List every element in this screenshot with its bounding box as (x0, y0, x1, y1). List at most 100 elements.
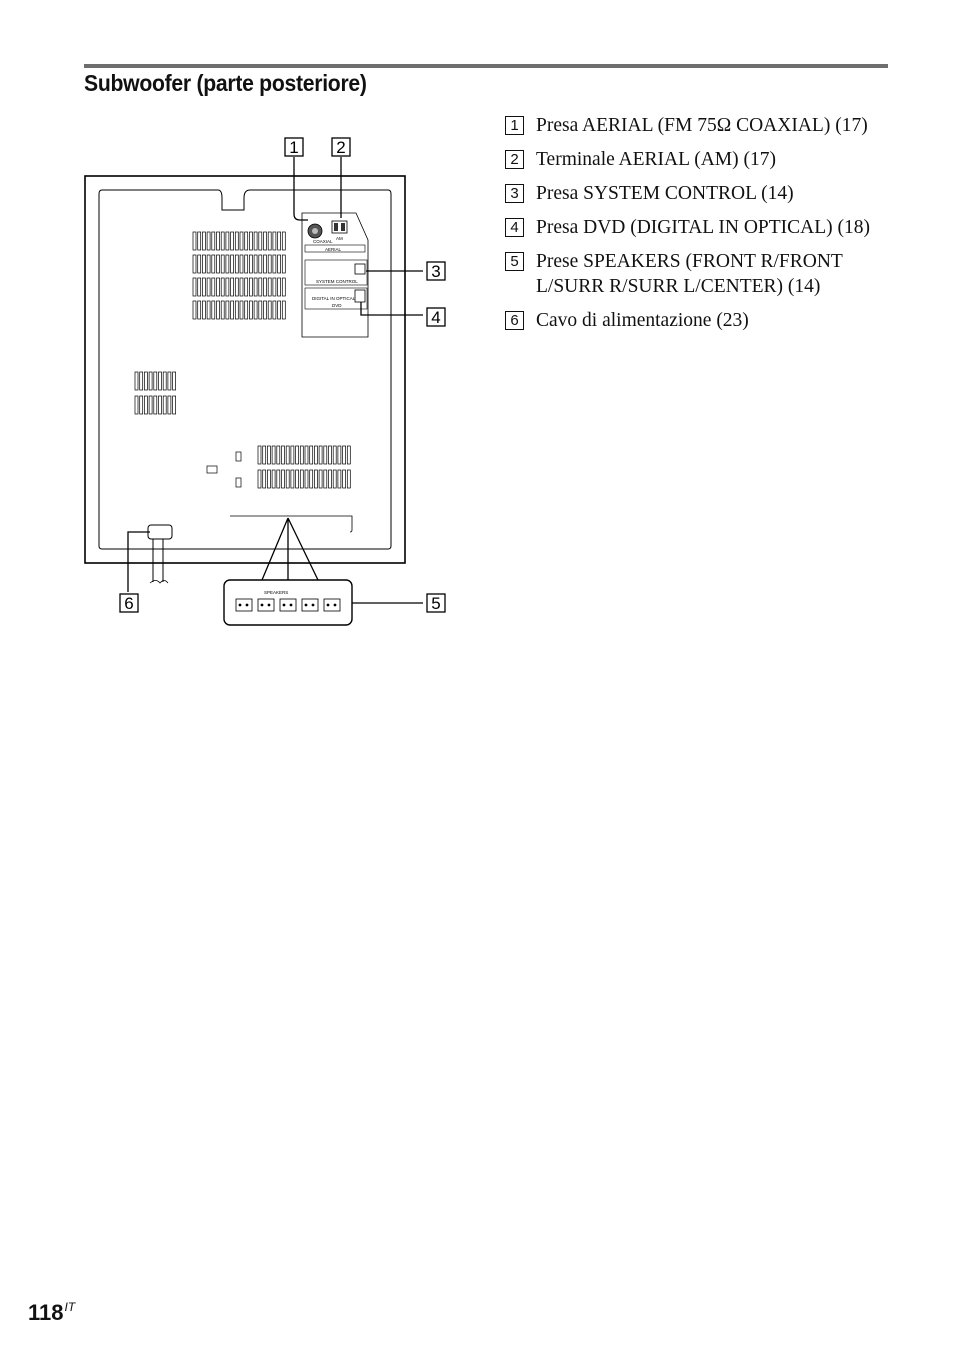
vent-slot (258, 231, 263, 251)
vent-slot (271, 469, 276, 489)
vent-slot (263, 254, 267, 274)
callout-box-4 (426, 307, 446, 327)
vent-slot (225, 231, 230, 251)
vent-slot (272, 300, 277, 320)
system-control-label: SYSTEM CONTROL (316, 279, 358, 284)
vent-slot (211, 231, 216, 251)
vent-slot (153, 395, 158, 415)
vent-slot (225, 277, 230, 297)
vent-slot (295, 469, 299, 489)
vent-slot (197, 254, 202, 274)
vent-slot (318, 445, 323, 465)
vent-slot (197, 231, 202, 251)
speaker-jack (323, 598, 341, 612)
vent-slot (281, 469, 285, 489)
vent-slot (277, 254, 281, 274)
vent-slot (239, 277, 244, 297)
vent-slot (314, 469, 318, 489)
speaker-jack (279, 598, 297, 612)
item-text: Presa DVD (DIGITAL IN OPTICAL) (18) (536, 217, 871, 238)
vent-slot (332, 469, 337, 489)
vent-slot (211, 300, 216, 320)
vent-slot (139, 395, 144, 415)
vent-slot (290, 445, 295, 465)
vent-slot (281, 231, 286, 251)
subwoofer-rear-diagram: COAXIAL AM AERIAL SYSTEM CONTROL DIGITAL… (84, 137, 446, 626)
callout-number-5: 5 (431, 594, 440, 613)
vent-slot (230, 254, 234, 274)
vent-slot (276, 469, 281, 489)
item-text: Prese SPEAKERS (FRONT R/FRONT L/SURR R/S… (536, 251, 843, 297)
item-number: 6 (505, 311, 524, 330)
vent-slot (276, 445, 281, 465)
vent-slot (318, 469, 323, 489)
vent-slot (230, 300, 234, 320)
callout-number-4: 4 (431, 308, 440, 327)
vent-slot (192, 300, 197, 320)
vent-slot (220, 231, 225, 251)
vent-slot (285, 469, 290, 489)
vent-slot (234, 300, 239, 320)
vent-slot (239, 231, 244, 251)
vent-slot (206, 300, 211, 320)
vent-slot (192, 277, 197, 297)
vent-slot (258, 300, 263, 320)
list-item: 2 Terminale AERIAL (AM) (17) (505, 147, 900, 172)
vent-slot (342, 469, 346, 489)
callout-box-3 (426, 261, 446, 281)
vent-slot (304, 445, 309, 465)
item-text: Presa AERIAL (FM 75Ω COAXIAL) (17) (536, 115, 868, 136)
vent-slot (267, 445, 271, 465)
vent-slot (314, 445, 318, 465)
vent-slot (277, 300, 281, 320)
vent-slot (234, 277, 239, 297)
vent-slot (332, 445, 337, 465)
power-cord (152, 535, 164, 582)
item-number: 2 (505, 150, 524, 169)
vent-slot (216, 231, 220, 251)
vent-slot (167, 395, 172, 415)
vent-slot (267, 277, 272, 297)
item-text: Presa SYSTEM CONTROL (14) (536, 183, 794, 204)
vent-slot (281, 300, 286, 320)
vent-slot (299, 469, 304, 489)
cabinet-outline (84, 175, 406, 564)
vent-slot (225, 254, 230, 274)
vent-slot (257, 469, 262, 489)
vent-slot (144, 395, 148, 415)
vent-slot (202, 277, 206, 297)
vent-slot (167, 371, 172, 391)
optical-jack (354, 289, 366, 303)
vent-slot (202, 231, 206, 251)
speakers-label: SPEAKERS (264, 590, 288, 595)
page-number-value: 118 (28, 1300, 64, 1325)
vent-slot (281, 445, 285, 465)
speaker-jack (257, 598, 275, 612)
vent-slot (206, 254, 211, 274)
vent-slot (230, 277, 234, 297)
vent-slot (323, 469, 328, 489)
vent-slot (172, 371, 176, 391)
vent-slot (304, 469, 309, 489)
vent-slot (197, 277, 202, 297)
vent-slot (220, 254, 225, 274)
vent-slot (346, 445, 351, 465)
am-label: AM (336, 236, 343, 241)
digital-in-label: DIGITAL IN OPTICAL (312, 296, 356, 301)
vent-slot (277, 231, 281, 251)
item-number: 3 (505, 184, 524, 203)
vent-slot (220, 277, 225, 297)
callout-number-2: 2 (336, 138, 345, 157)
speaker-jack-pin (282, 603, 286, 607)
vent-slot (253, 231, 258, 251)
vent-slot (262, 469, 267, 489)
vent-slot (216, 254, 220, 274)
item-text: Terminale AERIAL (AM) (17) (536, 149, 776, 170)
vent-slot (249, 300, 253, 320)
vent-slot (244, 300, 249, 320)
vent-slot (249, 277, 253, 297)
aerial-label: AERIAL (325, 247, 342, 252)
